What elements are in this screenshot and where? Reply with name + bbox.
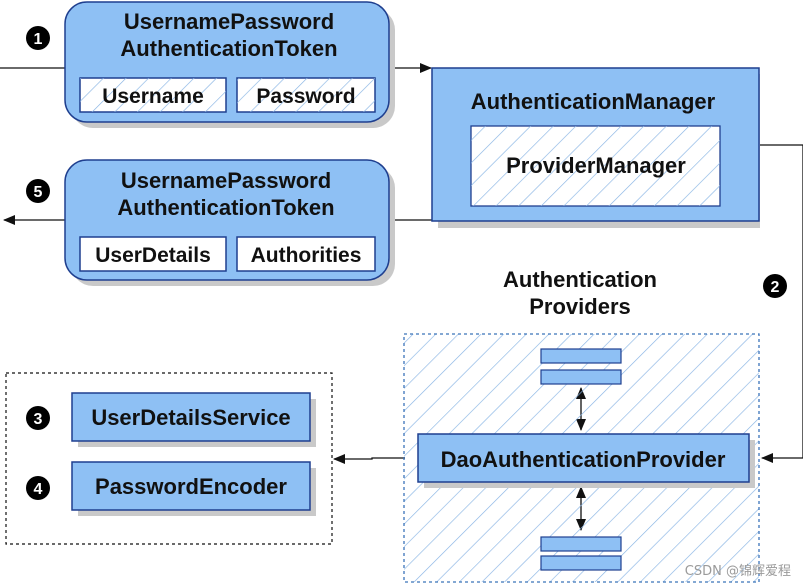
provider-stub-1: [540, 348, 622, 364]
token-out-title-line1: UsernamePassword: [121, 168, 331, 193]
token-in-title-line1: UsernamePassword: [124, 9, 334, 34]
token-in-group: UsernamePassword AuthenticationToken Use…: [64, 1, 395, 128]
step-badge-3: 3: [26, 406, 50, 430]
step-badge-5-number: 5: [34, 184, 43, 201]
token-in-title-line2: AuthenticationToken: [120, 36, 337, 61]
manager-title: AuthenticationManager: [471, 89, 716, 114]
providers-label-line2: Providers: [529, 294, 631, 319]
field-password-label: Password: [256, 85, 355, 108]
provider-stub-4: [540, 555, 622, 571]
step-badge-4-number: 4: [34, 481, 43, 498]
field-username-label: Username: [102, 85, 204, 108]
arrow-manager-to-dao: [760, 144, 803, 463]
user-details-service-label: UserDetailsService: [91, 405, 290, 430]
services-container: UserDetailsService PasswordEncoder: [5, 372, 333, 545]
password-encoder-box: [71, 461, 311, 511]
field-authorities-box: [236, 236, 376, 272]
providers-dashed-border: [403, 333, 760, 583]
providers-label-line1: Authentication: [503, 267, 657, 292]
field-userdetails-label: UserDetails: [95, 244, 211, 267]
user-details-service-box: [71, 392, 311, 442]
token-out-group: UsernamePassword AuthenticationToken Use…: [64, 159, 395, 286]
step-badge-1: 1: [26, 26, 50, 50]
dao-provider-label: DaoAuthenticationProvider: [441, 447, 726, 472]
field-username-hatch: [80, 78, 226, 112]
field-userdetails-box: [79, 236, 227, 272]
field-authorities-label: Authorities: [251, 244, 362, 267]
arrow-dao-to-services: [333, 454, 405, 464]
step-badge-2-number: 2: [771, 279, 780, 296]
watermark: CSDN @锦辉爱程: [685, 564, 791, 579]
provider-stub-2: [540, 369, 622, 385]
field-password-hatch: [237, 78, 375, 112]
password-encoder-label: PasswordEncoder: [95, 474, 287, 499]
manager-group: AuthenticationManager ProviderManager: [431, 67, 760, 228]
token-out-title-line2: AuthenticationToken: [117, 195, 334, 220]
dao-provider-box: [417, 433, 750, 483]
provider-manager-hatch: [471, 126, 720, 206]
step-badge-5: 5: [26, 179, 50, 203]
step-badge-3-number: 3: [34, 411, 43, 428]
provider-manager-label: ProviderManager: [506, 153, 686, 178]
step-badge-1-number: 1: [34, 31, 43, 48]
step-badge-4: 4: [26, 476, 50, 500]
step-badge-2: 2: [763, 274, 787, 298]
services-dashed-border: [5, 372, 333, 545]
providers-container: DaoAuthenticationProvider: [403, 333, 760, 583]
provider-stub-3: [540, 536, 622, 552]
